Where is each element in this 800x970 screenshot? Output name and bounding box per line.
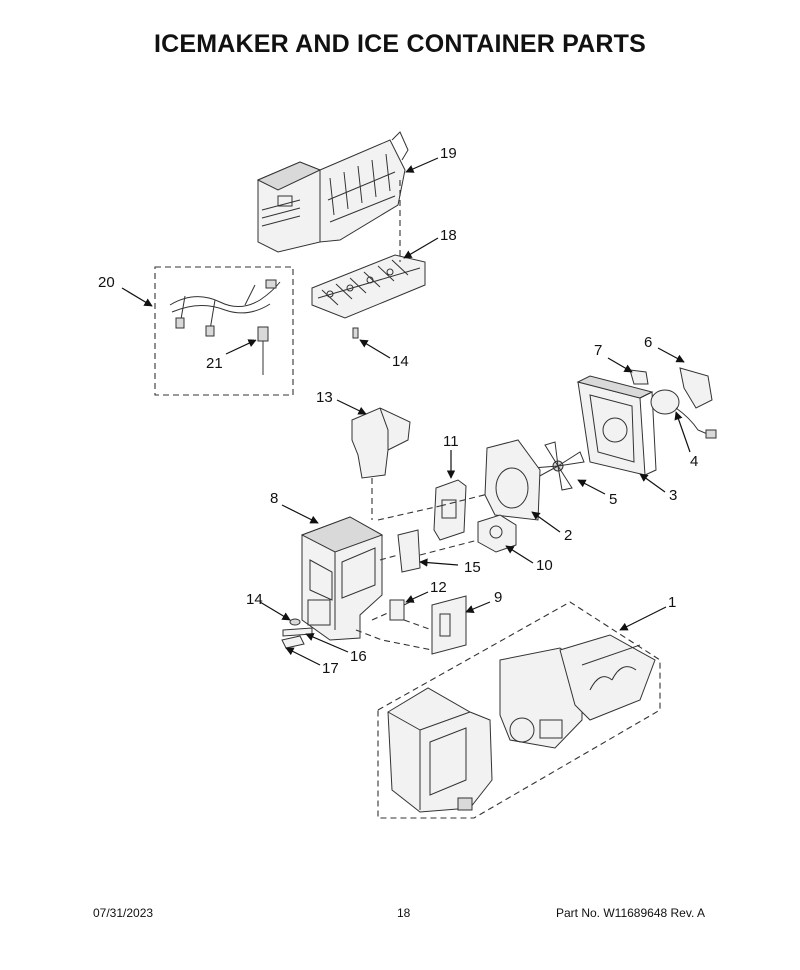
auger-motor-drawing xyxy=(477,514,517,553)
page-title: ICEMAKER AND ICE CONTAINER PARTS xyxy=(153,30,647,58)
callout-14-upper: 14 xyxy=(392,353,409,370)
wire-harness-drawing xyxy=(169,279,281,375)
wire-harness-kit-outline xyxy=(154,266,294,396)
ice-container-housing-drawing xyxy=(300,516,384,641)
ice-container-drawing xyxy=(387,634,656,813)
callout-13: 13 xyxy=(316,389,333,406)
footer-page-number: 18 xyxy=(397,906,411,920)
clip-drawing xyxy=(281,635,305,649)
leader-lines xyxy=(121,157,691,666)
callout-12: 12 xyxy=(430,579,447,596)
auger-motor-cover-drawing xyxy=(433,479,467,541)
callout-7: 7 xyxy=(594,342,602,359)
callout-labels: 19 18 20 21 14 7 6 4 13 11 5 3 8 2 15 10… xyxy=(98,145,698,677)
callout-18: 18 xyxy=(440,227,457,244)
callout-19: 19 xyxy=(440,145,457,162)
ice-chute-duct-drawing xyxy=(351,407,411,479)
cover-plate-drawing xyxy=(431,595,467,655)
callout-14-lower: 14 xyxy=(246,591,263,608)
icemaker-assembly-drawing xyxy=(256,131,409,253)
fan-blade-drawing xyxy=(532,441,585,491)
callout-9: 9 xyxy=(494,589,502,606)
ice-container-kit-outline xyxy=(377,601,661,819)
motor-bracket-drawing xyxy=(679,367,713,409)
callout-11: 11 xyxy=(443,433,459,450)
callout-21: 21 xyxy=(206,355,223,372)
callout-1: 1 xyxy=(668,594,676,611)
callout-15: 15 xyxy=(464,559,481,576)
auger-motor-bracket-drawing xyxy=(397,529,421,573)
callout-17: 17 xyxy=(322,660,339,677)
footer-date: 07/31/2023 xyxy=(93,906,154,920)
fan-shroud-drawing xyxy=(484,439,541,521)
callout-3: 3 xyxy=(669,487,677,504)
callout-2: 2 xyxy=(564,527,572,544)
fan-motor-drawing xyxy=(650,389,717,439)
callout-10: 10 xyxy=(536,557,553,574)
motor-grommet-drawing xyxy=(629,369,649,385)
fan-housing-drawing xyxy=(576,375,657,476)
solenoid-drawing xyxy=(389,599,415,621)
callout-6: 6 xyxy=(644,334,652,351)
callout-16: 16 xyxy=(350,648,367,665)
callout-20: 20 xyxy=(98,274,115,291)
footer-part-number: Part No. W11689648 Rev. A xyxy=(556,906,705,920)
callout-4: 4 xyxy=(690,453,698,470)
screw-drawing xyxy=(289,618,301,626)
callout-5: 5 xyxy=(609,491,617,508)
icemaker-mold-drawing xyxy=(311,254,426,339)
callout-8: 8 xyxy=(270,490,278,507)
